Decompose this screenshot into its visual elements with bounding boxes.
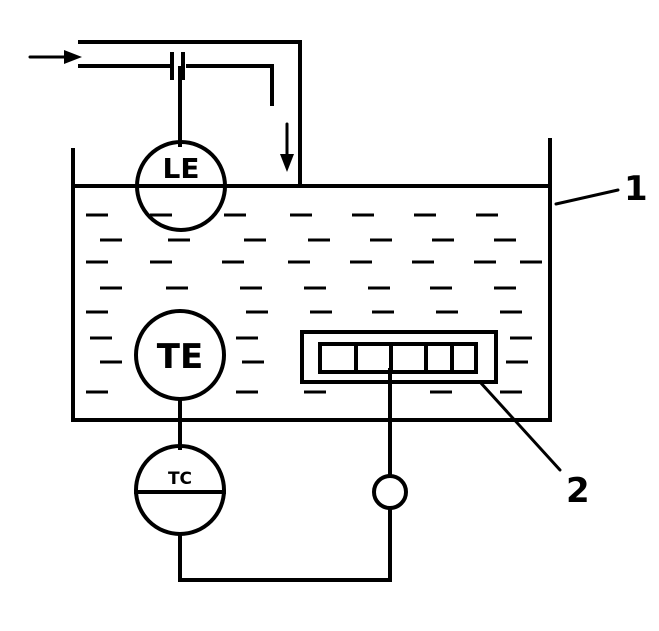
temperature-element-label: TE [157,337,203,377]
callout-2-label: 2 [566,471,590,511]
temperature-controller-instrument: TC [134,444,226,536]
callout-2-leader [478,380,562,472]
tank-outline [71,138,552,422]
power-source-circle [372,474,408,510]
level-element-label: LE [163,152,200,185]
heater-element [300,330,498,384]
callout-1-leader [554,188,620,206]
callout-1-label: 1 [624,169,648,209]
inlet-pipe [28,40,302,184]
liquid-dashes [86,213,542,394]
level-element-instrument: LE [135,66,227,232]
control-wiring [178,368,408,582]
temperature-controller-label: TC [168,469,192,489]
temperature-element-instrument: TE [134,309,226,401]
